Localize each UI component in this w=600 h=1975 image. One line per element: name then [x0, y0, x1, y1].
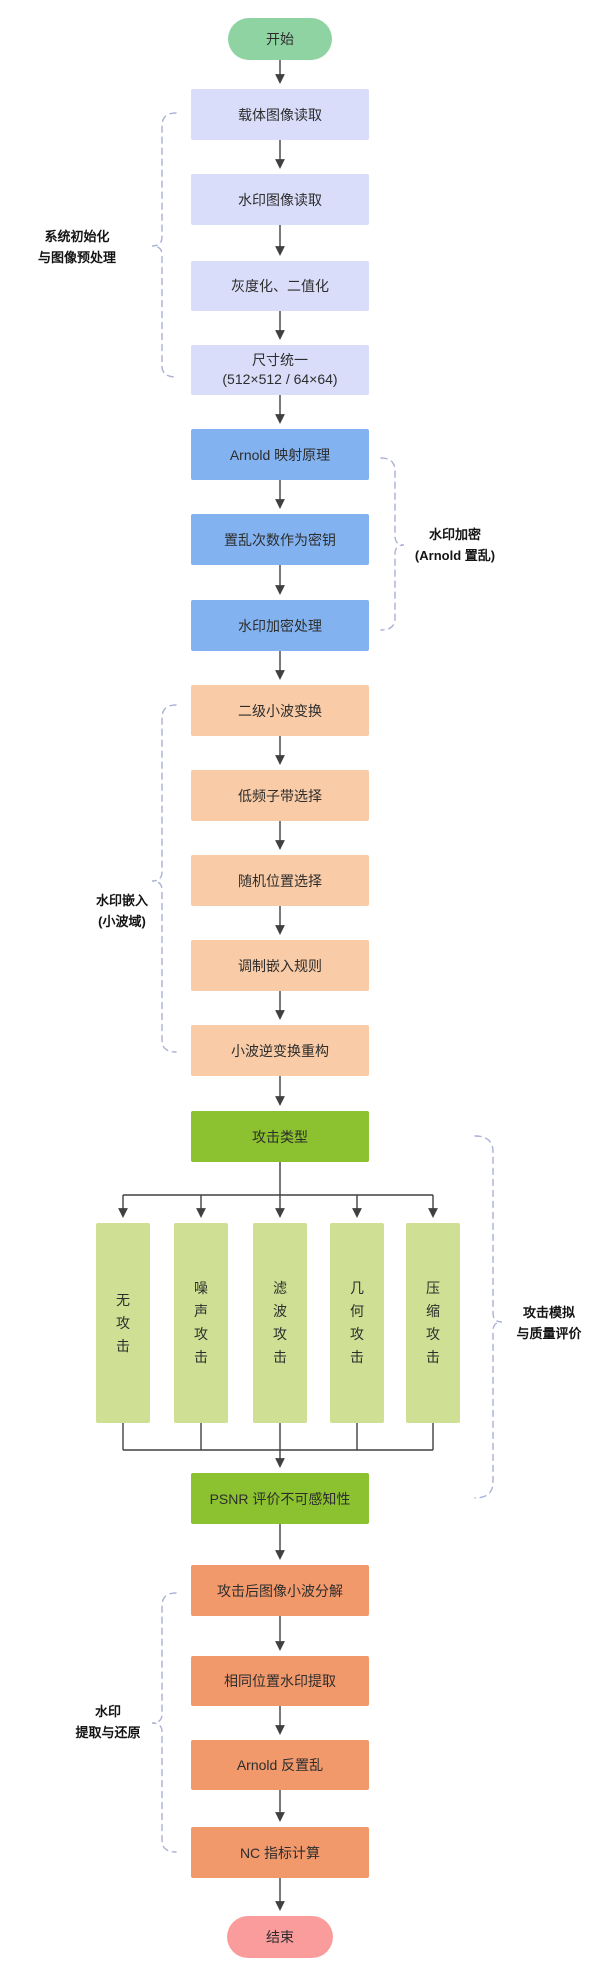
node-label: 小波逆变换重构: [231, 1042, 329, 1059]
node-psnr-evaluation: PSNR 评价不可感知性: [191, 1473, 369, 1524]
node-modulate-embed: 调制嵌入规则: [191, 940, 369, 991]
node-grayscale-binarize: 灰度化、二值化: [191, 261, 369, 311]
label-line: 提取与还原: [75, 1725, 141, 1740]
node-label: 调制嵌入规则: [238, 957, 322, 974]
node-carrier-image-read: 载体图像读取: [191, 89, 369, 140]
node-watermark-encrypt: 水印加密处理: [191, 600, 369, 651]
label-line: 与图像预处理: [37, 250, 116, 265]
node-label: 几何攻击: [350, 1280, 364, 1365]
label-line: 与质量评价: [516, 1326, 582, 1341]
node-label: NC 指标计算: [239, 1844, 321, 1861]
node-lowfreq-subband: 低频子带选择: [191, 770, 369, 821]
bracket-attack: [474, 1135, 503, 1499]
node-label: 压缩攻击: [426, 1280, 440, 1365]
node-label: 二级小波变换: [238, 702, 322, 719]
node-attack-geometric: 几何攻击: [330, 1223, 384, 1423]
start-label: 开始: [266, 31, 294, 47]
node-label: 尺寸统一: [252, 352, 308, 368]
node-label: 水印图像读取: [238, 191, 322, 208]
node-label: 随机位置选择: [238, 872, 322, 889]
node-arnold-mapping: Arnold 映射原理: [191, 429, 369, 480]
node-label: Arnold 反置乱: [236, 1757, 324, 1773]
node-same-position-extract: 相同位置水印提取: [191, 1656, 369, 1706]
branch-connectors: [118, 1162, 438, 1468]
node-watermark-image-read: 水印图像读取: [191, 174, 369, 225]
node-label: 滤波攻击: [273, 1280, 287, 1365]
end-label: 结束: [266, 1929, 294, 1945]
label-line: 水印: [94, 1704, 121, 1719]
label-line: 系统初始化: [44, 229, 110, 244]
label-attack-group: 攻击模拟 与质量评价: [499, 1302, 599, 1344]
node-label: 攻击类型: [252, 1128, 308, 1145]
label-line: (小波域): [98, 914, 146, 929]
node-label: 载体图像读取: [238, 106, 322, 123]
group-brackets: [151, 112, 503, 1853]
node-attack-type: 攻击类型: [191, 1111, 369, 1162]
start-node: 开始: [228, 18, 332, 60]
node-attack-filter: 滤波攻击: [253, 1223, 307, 1423]
node-label: 水印加密处理: [238, 617, 322, 634]
end-node: 结束: [227, 1916, 333, 1958]
node-attack-noise: 噪声攻击: [174, 1223, 228, 1423]
node-scramble-count-key: 置乱次数作为密钥: [191, 514, 369, 565]
node-label: 攻击后图像小波分解: [217, 1582, 343, 1599]
node-nc-metric: NC 指标计算: [191, 1827, 369, 1878]
bracket-preprocess: [151, 112, 177, 378]
node-label: 无攻击: [116, 1291, 130, 1354]
node-label: Arnold 映射原理: [229, 446, 331, 463]
node-label: 置乱次数作为密钥: [224, 531, 336, 548]
label-embedding-group: 水印嵌入 (小波域): [62, 890, 182, 932]
node-sublabel: (512×512 / 64×64): [222, 371, 338, 387]
label-extraction-group: 水印 提取与还原: [48, 1701, 168, 1743]
label-line: 水印嵌入: [95, 893, 148, 908]
node-attacked-image-dwt: 攻击后图像小波分解: [191, 1565, 369, 1616]
bracket-embedding: [151, 704, 177, 1053]
node-label: 低频子带选择: [238, 787, 322, 804]
node-label: 噪声攻击: [194, 1280, 208, 1365]
node-label: 相同位置水印提取: [224, 1673, 336, 1689]
label-line: (Arnold 置乱): [414, 548, 496, 563]
node-idwt-reconstruct: 小波逆变换重构: [191, 1025, 369, 1076]
label-line: 攻击模拟: [522, 1305, 575, 1320]
bracket-encryption: [380, 457, 405, 631]
node-arnold-inverse: Arnold 反置乱: [191, 1740, 369, 1790]
label-encryption-group: 水印加密 (Arnold 置乱): [395, 524, 515, 566]
label-line: 水印加密: [428, 527, 481, 542]
node-label: PSNR 评价不可感知性: [209, 1490, 351, 1507]
bracket-extraction: [151, 1592, 177, 1853]
node-label: 灰度化、二值化: [231, 278, 329, 294]
node-dwt2: 二级小波变换: [191, 685, 369, 736]
label-preprocess-group: 系统初始化 与图像预处理: [12, 226, 142, 268]
node-random-position: 随机位置选择: [191, 855, 369, 906]
node-size-unify: 尺寸统一 (512×512 / 64×64): [191, 345, 369, 395]
node-attack-compression: 压缩攻击: [406, 1223, 460, 1423]
node-attack-none: 无攻击: [96, 1223, 150, 1423]
